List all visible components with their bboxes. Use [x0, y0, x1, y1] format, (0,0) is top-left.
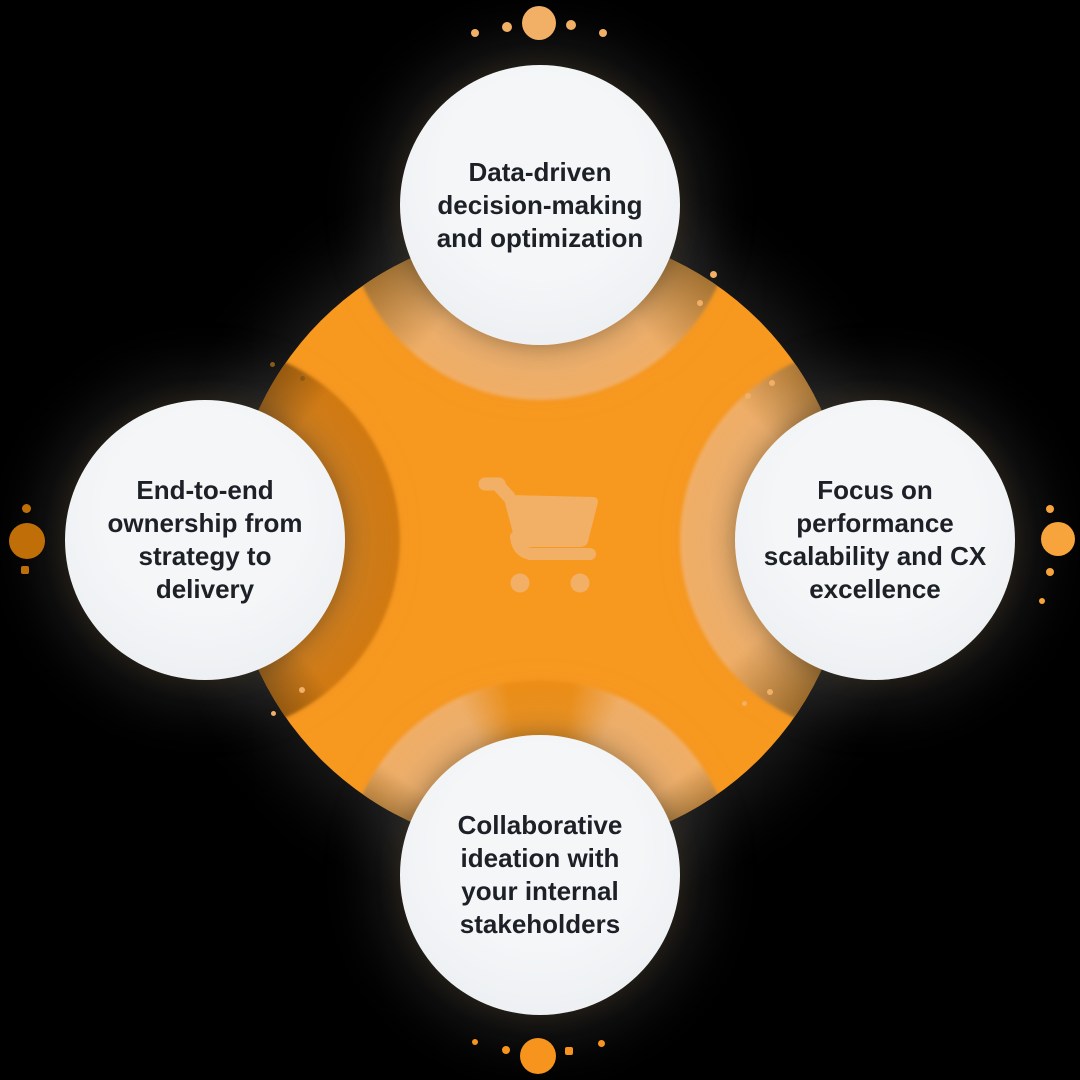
decorative-dot	[697, 300, 703, 306]
accent-dot-top-small	[502, 22, 512, 32]
node-right-label: Focus on performance scalability and CX …	[763, 475, 987, 604]
accent-dot-top-small	[471, 29, 479, 37]
accent-dot-top	[522, 6, 556, 40]
accent-dot-right-small	[1046, 568, 1054, 576]
node-left-label: End-to-end ownership from strategy to de…	[107, 475, 303, 604]
accent-dot-top-small	[566, 20, 576, 30]
accent-dot-bottom-small	[502, 1046, 510, 1054]
decorative-dot	[710, 271, 717, 278]
decorative-dot	[270, 362, 275, 367]
accent-dot-left-small	[21, 566, 29, 574]
node-bottom: Collaborative ideation with your interna…	[400, 735, 680, 1015]
accent-dot-right-small	[1039, 598, 1045, 604]
decorative-dot	[767, 689, 773, 695]
node-bottom-label: Collaborative ideation with your interna…	[457, 810, 623, 939]
accent-dot-right-small	[1046, 505, 1054, 513]
node-right: Focus on performance scalability and CX …	[735, 400, 1015, 680]
decorative-dot	[745, 393, 751, 399]
accent-dot-bottom-small	[472, 1039, 478, 1045]
decorative-dot	[299, 687, 305, 693]
accent-dot-bottom-small	[598, 1040, 605, 1047]
accent-dot-left	[9, 523, 45, 559]
shopping-cart-icon	[478, 477, 598, 593]
accent-dot-top-small	[599, 29, 607, 37]
node-left: End-to-end ownership from strategy to de…	[65, 400, 345, 680]
accent-dot-bottom	[520, 1038, 556, 1074]
node-top-label: Data-driven decision-making and optimiza…	[436, 156, 644, 253]
node-top: Data-driven decision-making and optimiza…	[400, 65, 680, 345]
decorative-dot	[742, 701, 747, 706]
decorative-dot	[769, 380, 775, 386]
accent-dot-bottom-small	[565, 1047, 573, 1055]
accent-dot-right	[1041, 522, 1075, 556]
accent-dot-left-small	[22, 504, 31, 513]
decorative-dot	[300, 376, 305, 381]
decorative-dot	[271, 711, 276, 716]
